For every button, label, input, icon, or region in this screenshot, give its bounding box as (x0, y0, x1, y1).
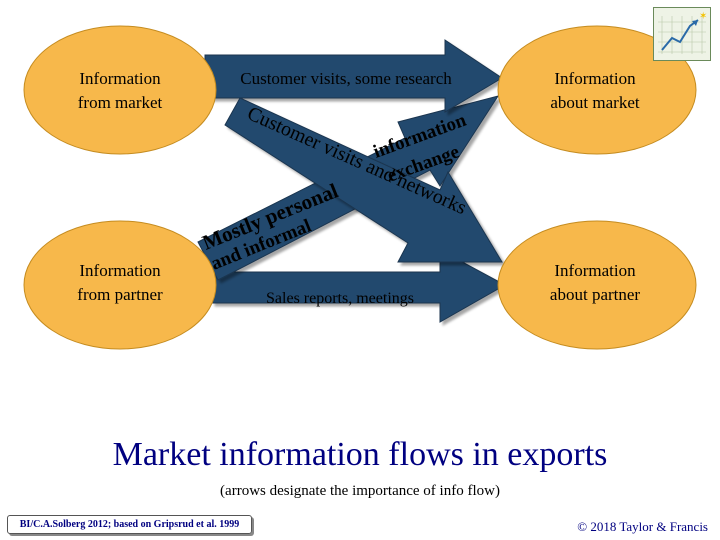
slide-title: Market information flows in exports (112, 436, 608, 473)
node-market-dest (497, 25, 697, 155)
chart-logo-icon: ✶ (653, 7, 711, 61)
copyright-notice: © 2018 Taylor & Francis (577, 519, 708, 534)
node-partner-dest (497, 220, 697, 350)
node-market-source (23, 25, 217, 155)
arrow-diagonal-down (224, 97, 503, 263)
svg-text:✶: ✶ (699, 11, 707, 22)
arrow-bottom (211, 249, 507, 323)
arrow-bottom-label: Sales reports, meetings (266, 290, 414, 307)
source-credit: BI/C.A.Solberg 2012; based on Gripsrud e… (7, 515, 252, 534)
arrow-top-label: Customer visits, some research (240, 69, 452, 88)
node-partner-source (23, 220, 217, 350)
arrow-top (204, 39, 503, 113)
slide-subtitle: (arrows designate the importance of info… (220, 483, 500, 499)
